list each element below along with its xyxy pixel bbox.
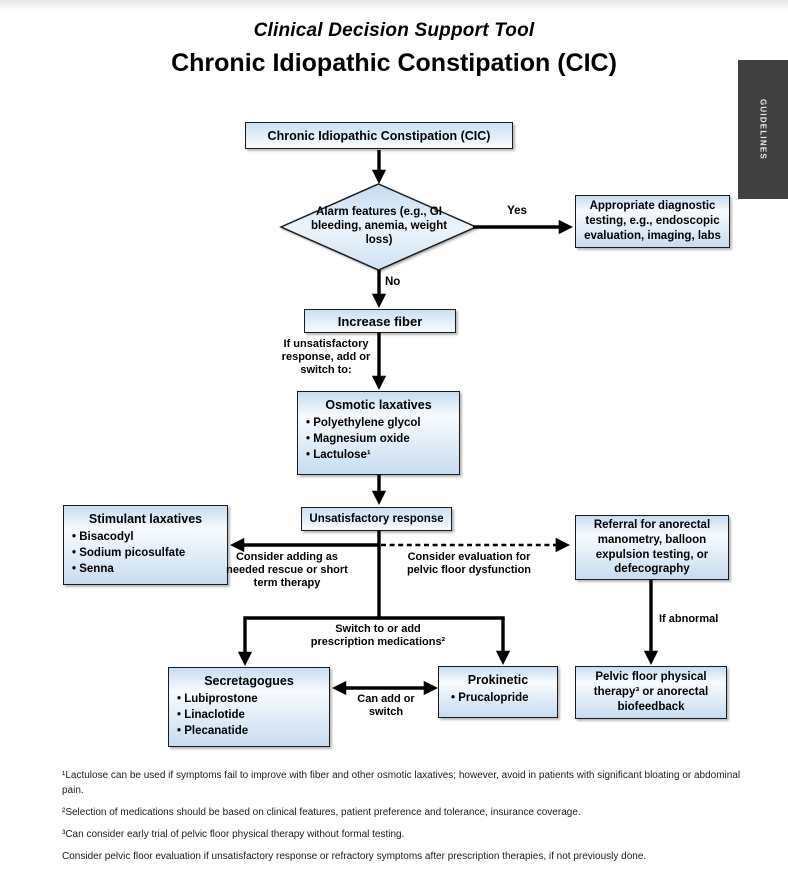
bullet-item: Lubiprostone <box>177 692 325 708</box>
fiber-note-label: If unsatisfactory response, add or switc… <box>281 338 371 377</box>
guidelines-side-tab: GUIDELINES <box>738 60 788 199</box>
can-add-arrow-label: Can add or switch <box>357 693 415 719</box>
stimulant-laxatives-node: Stimulant laxatives Bisacodyl Sodium pic… <box>63 505 228 585</box>
prokinetic-node: Prokinetic Prucalopride <box>438 666 558 718</box>
secretagogues-node: Secretagogues Lubiprostone Linaclotide P… <box>168 667 330 747</box>
document-supertitle: Clinical Decision Support Tool <box>253 20 535 41</box>
bullet-item: Plecanatide <box>177 724 325 740</box>
bullet-item: Polyethylene glycol <box>306 416 455 432</box>
guidelines-tab-label: GUIDELINES <box>758 99 768 160</box>
osmotic-laxatives-node: Osmotic laxatives Polyethylene glycol Ma… <box>297 391 460 475</box>
footnote: Consider pelvic floor evaluation if unsa… <box>62 851 647 862</box>
yes-label: Yes <box>507 205 527 217</box>
decision-node-label: Alarm features (e.g., GI bleeding, anemi… <box>310 206 448 246</box>
osmotic-title: Osmotic laxatives <box>325 398 432 412</box>
bullet-item: Magnesium oxide <box>306 432 455 448</box>
scan-edge-shade <box>0 0 788 10</box>
footnote: ¹Lactulose can be used if symptoms fail … <box>62 770 741 796</box>
footnotes: ¹Lactulose can be used if symptoms fail … <box>62 768 754 871</box>
document-title: Chronic Idiopathic Constipation (CIC) <box>171 49 617 77</box>
if-abnormal-label: If abnormal <box>659 613 719 625</box>
start-node: Chronic Idiopathic Constipation (CIC) <box>245 122 513 149</box>
secretagogues-title: Secretagogues <box>204 674 294 688</box>
unsatisfactory-response-node: Unsatisfactory response <box>301 507 452 531</box>
unsatisfactory-response-label: Unsatisfactory response <box>309 513 444 525</box>
stimulant-title: Stimulant laxatives <box>88 512 203 526</box>
anorectal-referral-node: Referral for anorectal manometry, balloo… <box>575 515 729 580</box>
bullet-item: Linaclotide <box>177 708 325 724</box>
bullet-item: Bisacodyl <box>72 530 223 546</box>
bullet-item: Prucalopride <box>451 691 553 707</box>
switch-arrow-label: Switch to or add prescription medication… <box>310 623 446 649</box>
bullet-item: Lactulose¹ <box>306 448 455 464</box>
increase-fiber-node: Increase fiber <box>304 309 456 333</box>
stimulant-arrow-label: Consider adding as needed rescue or shor… <box>226 551 348 590</box>
start-node-label: Chronic Idiopathic Constipation (CIC) <box>267 128 491 143</box>
bullet-item: Sodium picosulfate <box>72 546 223 562</box>
footnote: ²Selection of medications should be base… <box>62 807 581 818</box>
pelvic-floor-therapy-node: Pelvic floor physical therapy³ or anorec… <box>575 666 727 719</box>
no-label: No <box>385 276 401 288</box>
footnote: ³Can consider early trial of pelvic floo… <box>62 829 405 840</box>
increase-fiber-label: Increase fiber <box>337 313 423 329</box>
prokinetic-title: Prokinetic <box>467 673 529 687</box>
diagnostic-testing-node: Appropriate diagnostic testing, e.g., en… <box>575 195 730 248</box>
pelvic-eval-arrow-label: Consider evaluation for pelvic floor dys… <box>406 551 532 577</box>
bullet-item: Senna <box>72 562 223 578</box>
